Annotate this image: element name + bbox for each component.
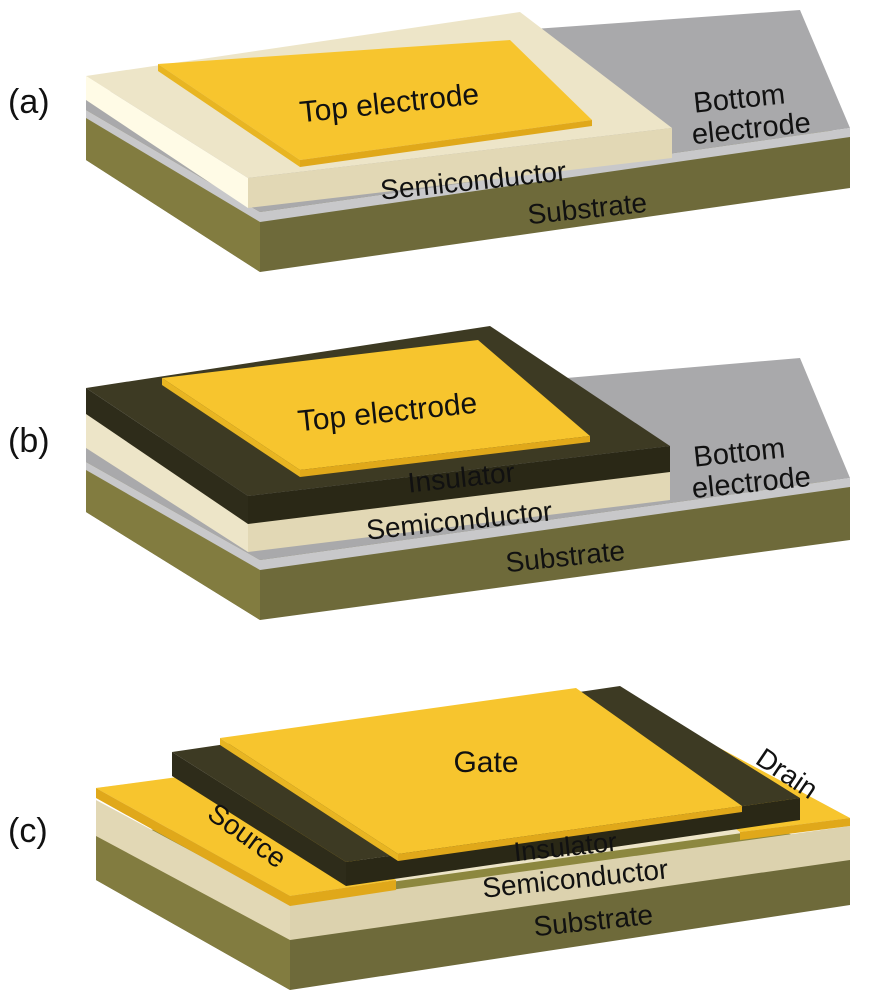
panel-c-label: (c) — [8, 812, 48, 850]
panel-b-substrate-shade — [86, 458, 260, 620]
panel-a-top-electrode-left — [158, 64, 300, 167]
panel-c-substrate-shade — [96, 830, 290, 990]
panel-c-source-front — [290, 880, 396, 906]
panel-b-top-electrode-edge — [300, 436, 590, 477]
panel-b: (b) Top electrode Insulator Semiconducto… — [8, 326, 850, 620]
panel-a: (a) Top electrode Semiconductor Bottom e… — [8, 10, 850, 272]
panel-b-insulator-left — [86, 388, 248, 524]
panel-b-insulator-front — [248, 446, 670, 524]
panel-c: (c) Gate Drain Source Insulator Semicond… — [8, 686, 850, 990]
panel-c-source-edge — [96, 788, 290, 906]
panel-c-drain-front — [740, 818, 850, 840]
panel-c-gate — [220, 688, 742, 854]
panel-a-substrate-shade — [86, 104, 260, 272]
panel-c-gate-left — [220, 738, 398, 861]
panel-b-label: (b) — [8, 422, 50, 460]
panel-b-semiconductor-front — [248, 468, 670, 552]
panel-b-semiconductor-left — [86, 412, 248, 552]
panel-a-label: (a) — [8, 83, 50, 121]
panel-c-gate-edge — [398, 806, 742, 861]
panel-b-top-electrode-left — [162, 378, 300, 477]
panel-a-semiconductor-front — [248, 128, 672, 208]
panel-b-top-electrode — [162, 340, 590, 470]
panel-a-top-electrode-edge — [300, 120, 592, 167]
panel-c-semiconductor-left — [96, 800, 290, 940]
panel-a-semiconductor-left — [86, 76, 248, 208]
panel-c-insulator-front — [346, 798, 800, 886]
panel-a-top-electrode — [158, 40, 592, 160]
panel-c-gate-label: Gate — [453, 746, 518, 779]
panel-c-semiconductor-front — [290, 826, 850, 940]
panel-c-insulator-left — [172, 752, 346, 886]
